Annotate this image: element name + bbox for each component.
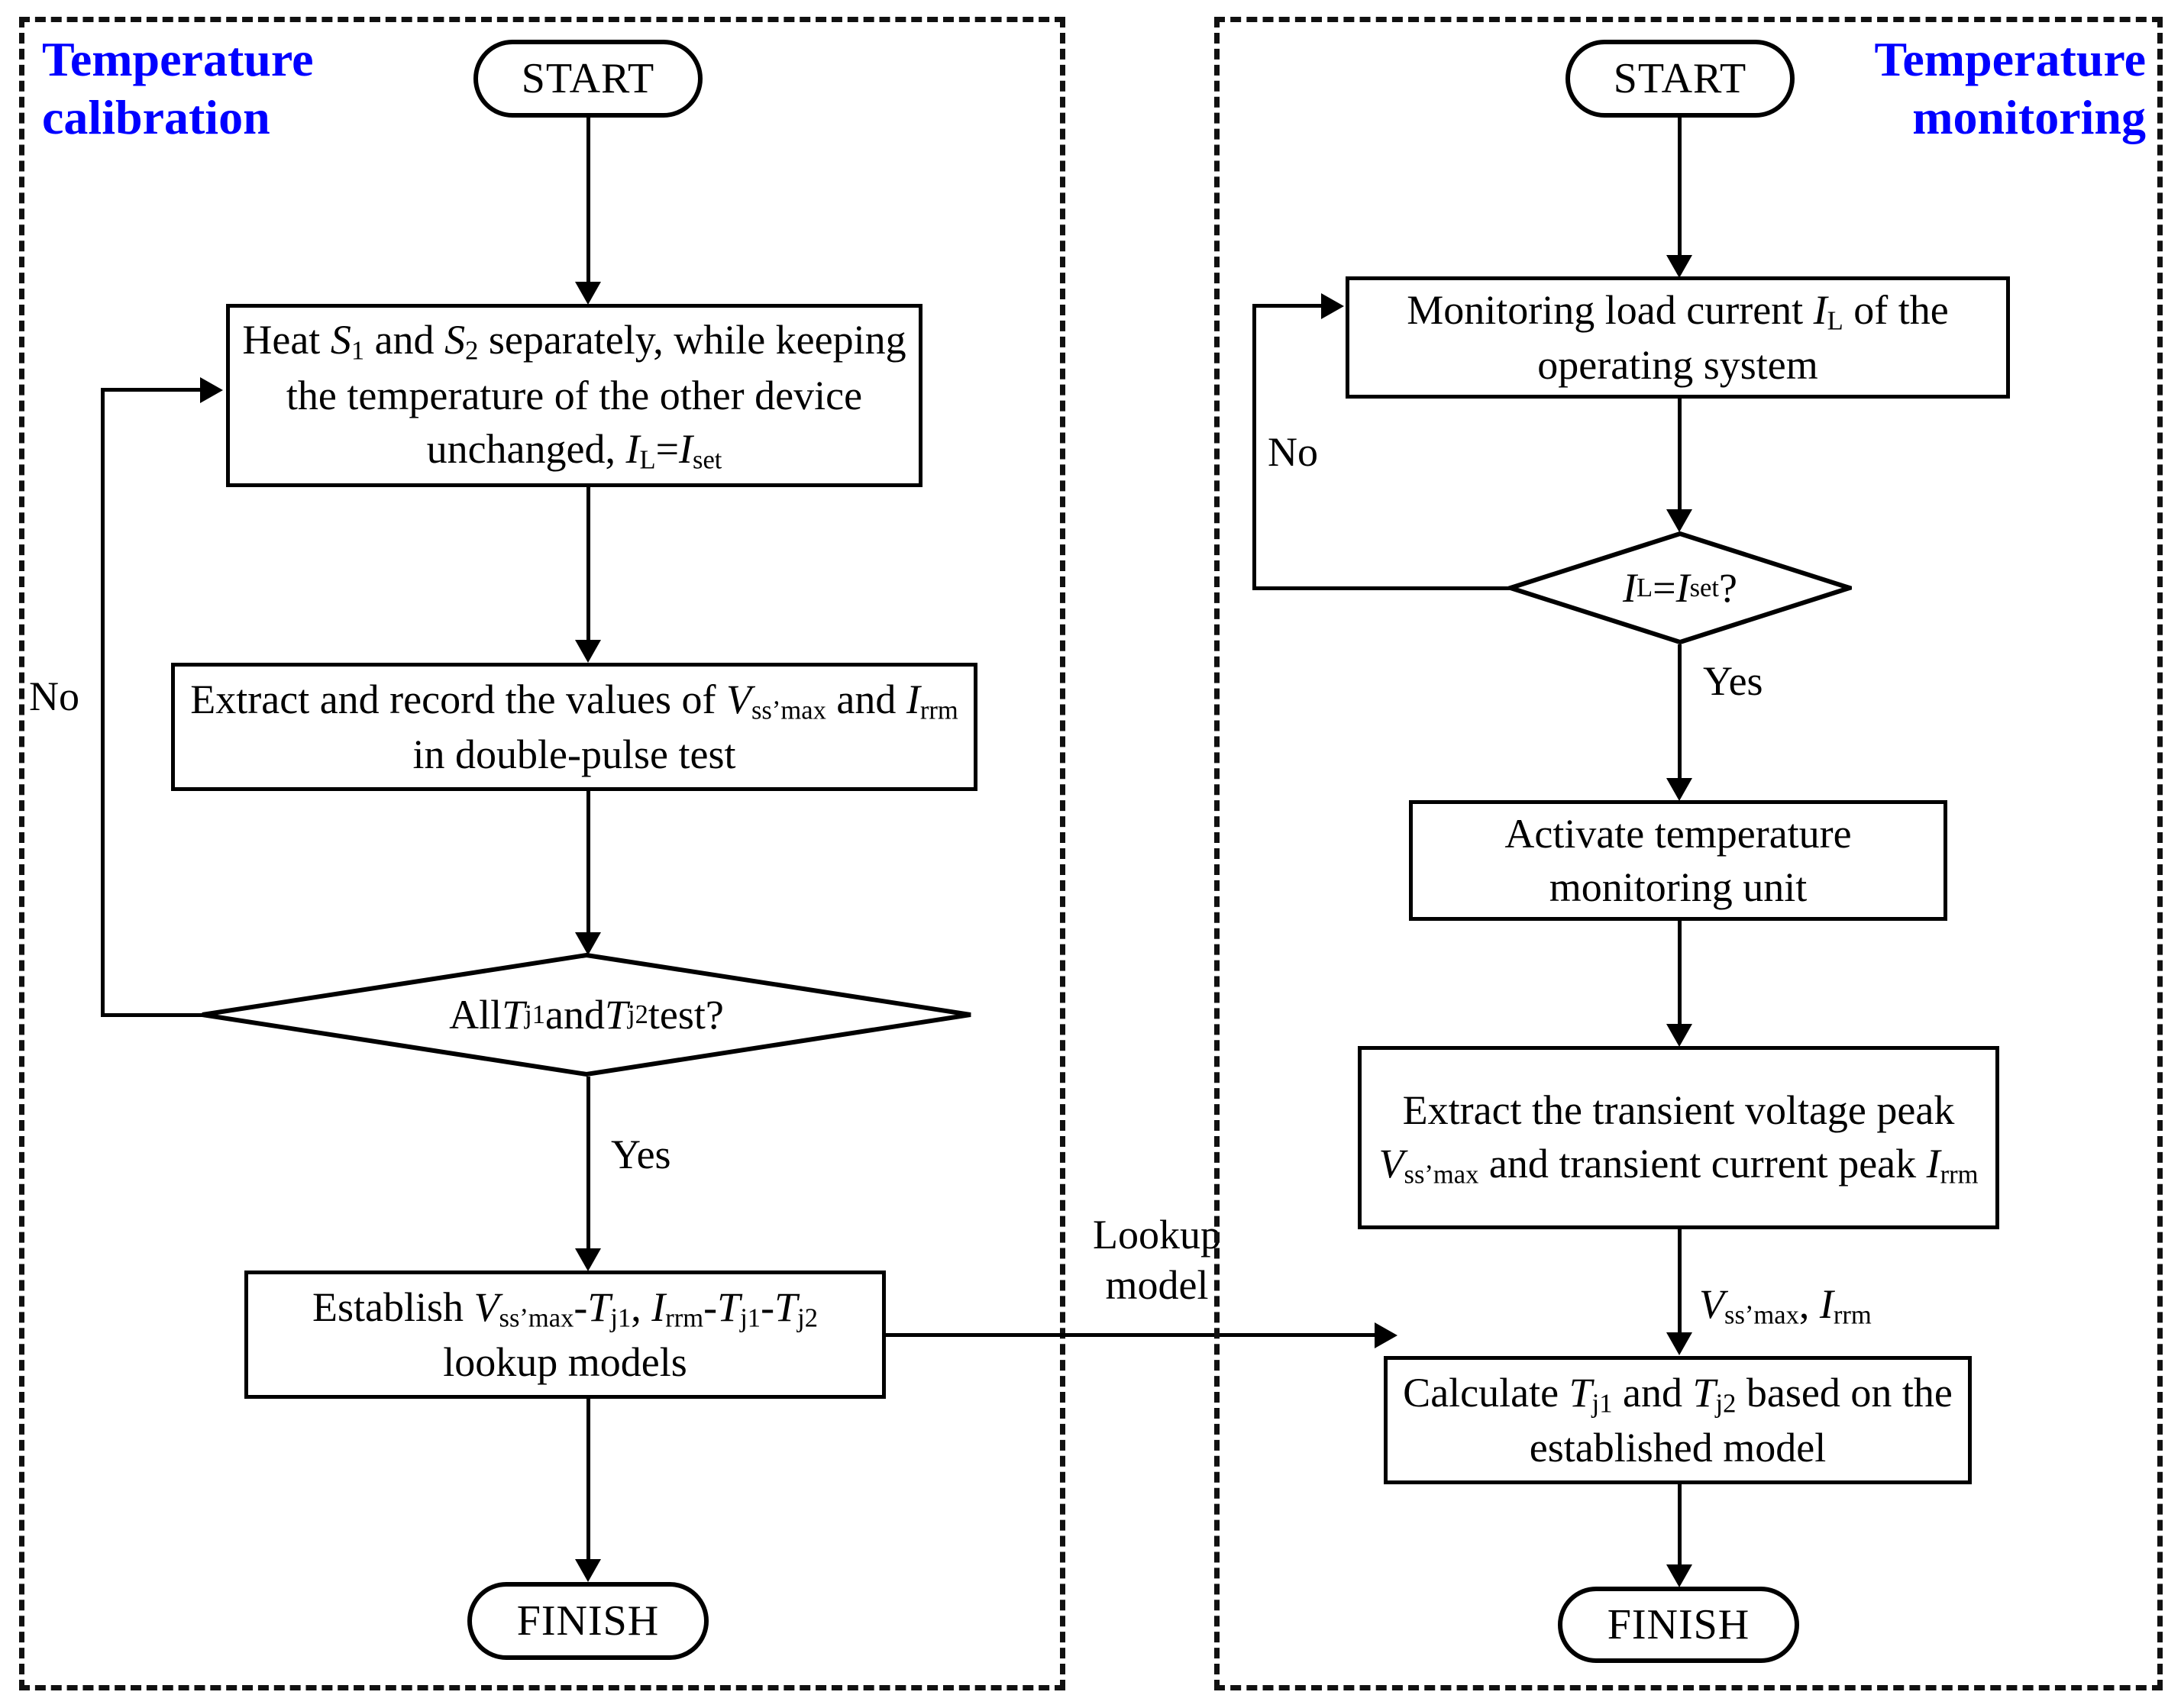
right-conn-monitor-to-decision [1678,399,1682,509]
left-arrow-heat-to-extract [575,640,601,663]
left-no-loop-horizontal-top [101,388,202,392]
right-arrow-start-to-monitor [1666,255,1692,278]
bridge-connector-line [886,1333,1382,1337]
left-extract-step: Extract and record the values of Vss’max… [171,663,977,791]
right-start-label: START [1613,54,1747,102]
left-start-label: START [521,54,655,102]
right-arrow-extract-to-calculate [1666,1332,1692,1355]
right-no-loop-vertical [1252,304,1256,590]
right-arrow-decision-to-activate [1666,778,1692,801]
left-no-loop-horizontal-bottom [101,1013,205,1017]
left-conn-heat-to-extract [586,487,590,640]
right-finish-label: FINISH [1607,1600,1750,1648]
left-arrow-decision-to-establish [575,1248,601,1271]
right-no-loop-horizontal-top [1252,304,1323,308]
left-no-loop-arrowhead [200,377,223,403]
right-extract-step-text: Extract the transient voltage peak Vss’m… [1378,1086,1979,1190]
right-no-loop-arrowhead [1321,293,1344,319]
left-heat-step-text: Heat S1 and S2 separately, while keeping… [242,317,906,475]
left-arrow-start-to-heat [575,282,601,305]
left-conn-establish-to-finish [586,1399,590,1559]
right-finish-terminator: FINISH [1558,1587,1799,1663]
right-arrow-activate-to-extract [1666,1024,1692,1047]
left-no-loop-vertical [101,388,105,1015]
right-activate-step-text: Activate temperature monitoring unit [1504,810,1852,910]
left-yes-label: Yes [611,1132,671,1177]
left-finish-label: FINISH [516,1597,660,1645]
right-monitor-step-text: Monitoring load current IL of the operat… [1407,286,1949,389]
left-arrow-extract-to-decision [575,932,601,955]
left-start-terminator: START [473,40,703,118]
right-start-terminator: START [1565,40,1795,118]
right-calculate-step-text: Calculate Tj1 and Tj2 based on the estab… [1403,1369,1953,1471]
right-monitor-step: Monitoring load current IL of the operat… [1346,276,2010,399]
right-conn-decision-to-activate [1678,644,1682,778]
panel-title-temperature-monitoring: Temperature monitoring [1874,32,2147,144]
right-transfer-label: Vss’max, Irrm [1699,1280,1872,1330]
right-activate-step: Activate temperature monitoring unit [1409,800,1947,921]
panel-title-temperature-calibration: Temperature calibration [42,32,314,144]
right-calculate-step: Calculate Tj1 and Tj2 based on the estab… [1384,1356,1972,1484]
left-extract-step-text: Extract and record the values of Vss’max… [190,676,958,778]
right-conn-start-to-monitor [1678,118,1682,255]
right-yes-label: Yes [1703,658,1763,704]
left-establish-step-text: Establish Vss’max-Tj1, Irrm-Tj1-Tj2 look… [312,1283,818,1386]
bridge-label: Lookup model [1093,1212,1221,1308]
left-conn-extract-to-decision [586,791,590,932]
right-arrow-monitor-to-decision [1666,509,1692,532]
left-decision-shape [202,953,971,1077]
left-finish-terminator: FINISH [467,1582,709,1660]
left-arrow-establish-to-finish [575,1559,601,1582]
right-no-label: No [1268,429,1318,475]
panel-temperature-calibration [19,17,1065,1690]
left-no-label: No [29,673,79,719]
left-establish-step: Establish Vss’max-Tj1, Irrm-Tj1-Tj2 look… [244,1271,886,1399]
right-conn-extract-to-calculate [1678,1229,1682,1332]
right-no-loop-horizontal-bottom [1252,586,1512,590]
left-conn-start-to-heat [586,118,590,282]
right-extract-step: Extract the transient voltage peak Vss’m… [1358,1046,1999,1229]
right-decision-shape [1508,531,1852,644]
left-heat-step: Heat S1 and S2 separately, while keeping… [226,304,922,487]
bridge-arrowhead [1375,1322,1397,1348]
panel-temperature-monitoring [1214,17,2163,1690]
right-conn-activate-to-extract [1678,921,1682,1024]
left-conn-decision-to-establish [586,1077,590,1248]
right-arrow-calculate-to-finish [1666,1564,1692,1587]
right-conn-calculate-to-finish [1678,1484,1682,1564]
